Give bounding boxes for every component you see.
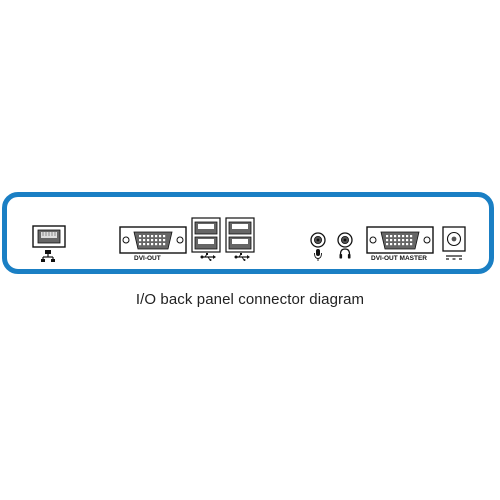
dvi-out-port	[119, 226, 187, 254]
network-icon	[41, 250, 55, 262]
microphone-jack	[310, 232, 326, 248]
dvi-out-master-port	[366, 226, 434, 254]
dvi-out-master-label: DVI-OUT MASTER	[371, 255, 427, 262]
headphone-jack	[337, 232, 353, 248]
dc-power-jack	[442, 226, 466, 252]
usb-port-group-2	[225, 217, 255, 253]
usb-icon	[200, 253, 216, 261]
dc-power-icon	[446, 255, 462, 260]
ethernet-port	[32, 225, 66, 248]
headphone-icon	[339, 248, 351, 259]
microphone-icon	[314, 249, 322, 261]
usb-port-group-1	[191, 217, 221, 253]
diagram-caption: I/O back panel connector diagram	[135, 291, 365, 308]
dvi-out-label: DVI-OUT	[134, 255, 161, 262]
usb-icon	[234, 253, 250, 261]
